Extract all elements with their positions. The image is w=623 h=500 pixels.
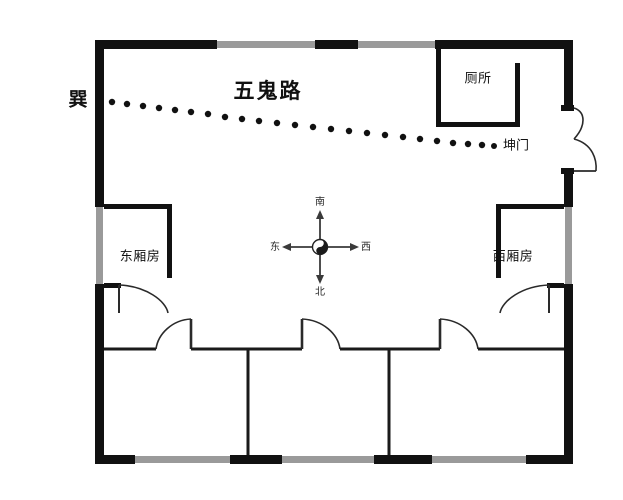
path-dot [399,133,407,141]
west-wing-wall-top [496,204,564,209]
west-wing-label: 西厢房 [493,249,534,265]
door-right-arc [439,318,479,350]
path-dot [309,123,317,131]
gate-jamb-top [561,105,574,111]
left-wall [95,40,104,464]
right-wall-mid [564,172,573,207]
top-wall-segment-3 [435,40,573,49]
door-middle-arc [301,318,341,350]
bottom-window-2 [282,456,374,463]
bottom-wall-segment-3 [374,455,432,464]
compass-label-right: 西 [361,242,371,253]
path-dot [291,121,299,129]
right-wall-lower [564,284,573,464]
bottom-wall-segment-4 [526,455,573,464]
top-wall-segment-1 [95,40,217,49]
compass-arrow-left [282,243,291,251]
path-dot [221,113,229,121]
right-wall [564,40,573,464]
main-gate-group[interactable]: 坤门 [503,105,597,174]
path-dot [464,140,472,148]
path-dot [155,104,163,112]
compass-arrow-down [316,275,324,284]
gate-swing-arc-upper [573,107,584,140]
compass-arrow-right [350,243,359,251]
path-dot [327,125,335,133]
toilet-label: 厕所 [464,72,491,87]
top-wall-segment-2 [315,40,358,49]
east-wing-wall-top [104,204,172,209]
five-ghosts-path [108,98,497,149]
toilet-wall-bottom [436,122,520,127]
path-dot [238,115,246,123]
path-dot [171,106,179,114]
path-dot [187,108,195,116]
path-dot [491,143,497,149]
path-dot [363,129,371,137]
path-dot [478,141,486,149]
top-wall [95,40,573,49]
compass-label-left: 东 [270,240,280,253]
right-window-1 [565,207,572,284]
path-dot [433,137,441,145]
taiji-dot-dark [318,249,322,252]
west-wing-room: 西厢房 [493,204,564,314]
west-wing-wall-bottom-stub [547,283,564,288]
path-dot [255,117,263,125]
path-dot [381,131,389,139]
west-wing-door-arc [499,284,550,314]
taiji-dot-light [318,242,322,245]
left-wall-upper [95,40,104,207]
bottom-window-3 [432,456,526,463]
trigram-xun-label: 巽 [68,89,87,111]
top-window-2 [358,41,435,48]
five-ghosts-road-label: 五鬼路 [234,79,303,103]
gate-jamb-bottom [561,168,574,174]
gate-kun-label: 坤门 [503,139,529,154]
bottom-window-1 [135,456,230,463]
compass-label-top: 南 [315,195,325,208]
compass-rose: 南 北 东 西 [270,195,371,298]
east-wing-door-arc [118,284,169,314]
right-wall-upper [564,40,573,107]
door-left-arc [155,318,192,350]
bottom-wall-segment-1 [95,455,135,464]
gate-swing-arc-lower [573,138,597,172]
path-dot [123,100,131,108]
path-dot [204,110,212,118]
lower-partition-walls [104,318,564,455]
west-wing-wall-left [496,204,501,278]
path-dot [273,119,281,127]
path-dot [139,102,147,110]
left-window-1 [96,207,103,284]
east-wing-wall-bottom-stub [104,283,121,288]
left-wall-lower [95,284,104,464]
path-dot [345,127,353,135]
compass-label-bottom: 北 [315,286,325,298]
bottom-wall [95,455,573,464]
path-dot [416,135,424,143]
taiji-icon [311,238,329,256]
toilet-wall-right [515,63,520,127]
outer-walls [95,40,573,464]
east-wing-label: 东厢房 [120,249,161,265]
compass-arrow-up [316,210,324,219]
east-wing-room: 东厢房 [104,204,172,314]
east-wing-wall-right [167,204,172,278]
toilet-wall-left [436,49,441,127]
path-dot [449,139,457,147]
toilet-room: 厕所 [436,49,520,127]
bottom-wall-segment-2 [230,455,282,464]
top-window-1 [217,41,315,48]
path-dot [108,98,116,106]
